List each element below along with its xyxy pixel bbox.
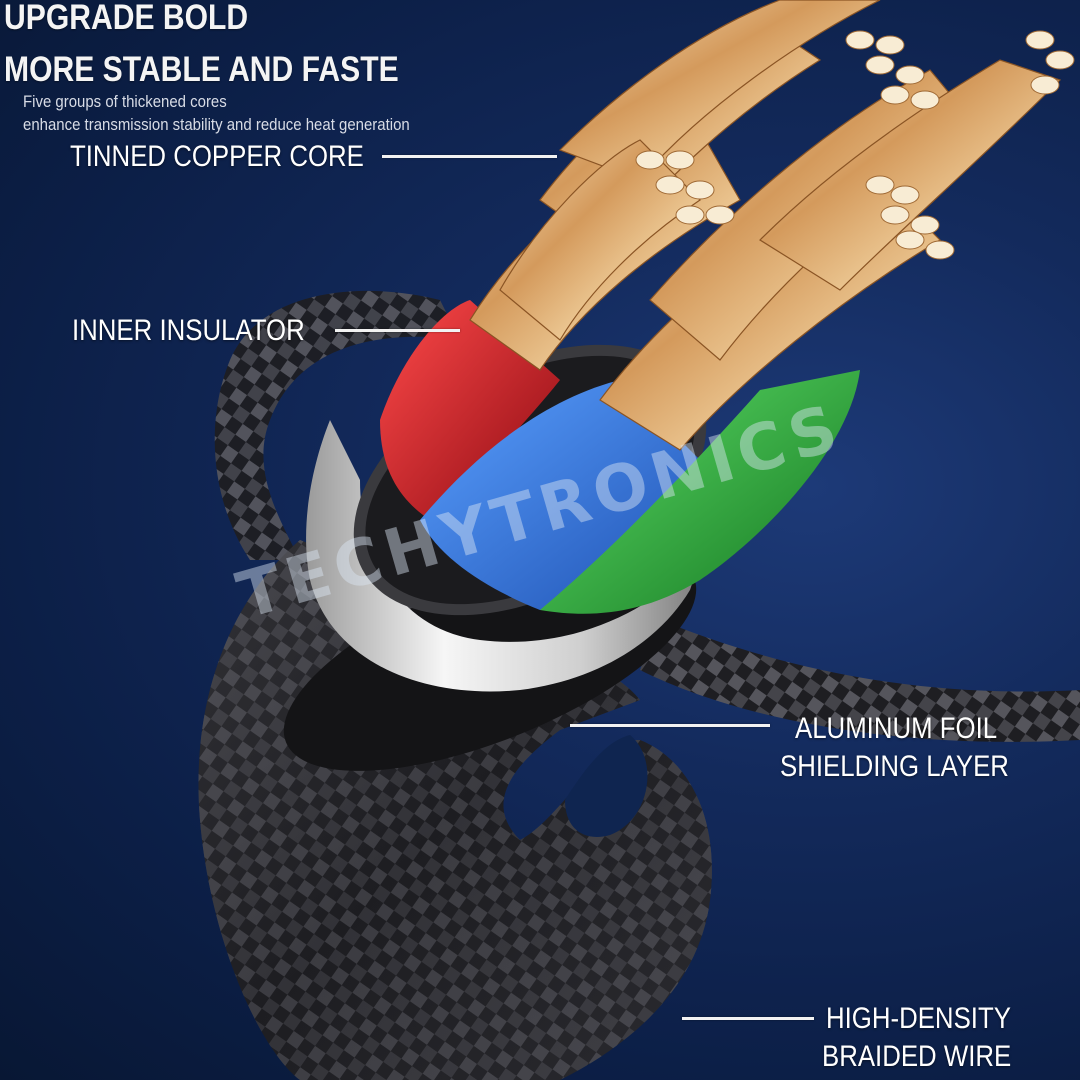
callout-line-foil bbox=[570, 724, 770, 727]
subtitle-line-2: enhance transmission stability and reduc… bbox=[23, 115, 410, 134]
callout-aluminum-foil-line-1: ALUMINUM FOIL bbox=[795, 712, 998, 745]
callout-inner-insulator: INNER INSULATOR bbox=[72, 314, 305, 347]
callout-line-insulator bbox=[335, 329, 460, 332]
headline-line-1: UPGRADE BOLD bbox=[4, 0, 249, 37]
subtitle-line-1: Five groups of thickened cores bbox=[23, 92, 227, 111]
callout-aluminum-foil-line-2: SHIELDING LAYER bbox=[780, 750, 1009, 783]
callout-braided-wire-line-2: BRAIDED WIRE bbox=[822, 1040, 1012, 1073]
callout-line-copper bbox=[382, 155, 557, 158]
callout-line-braid bbox=[682, 1017, 814, 1020]
headline-line-2: MORE STABLE AND FASTE bbox=[4, 50, 399, 89]
callout-tinned-copper-core: TINNED COPPER CORE bbox=[70, 140, 364, 173]
callout-braided-wire-line-1: HIGH-DENSITY bbox=[826, 1002, 1011, 1035]
